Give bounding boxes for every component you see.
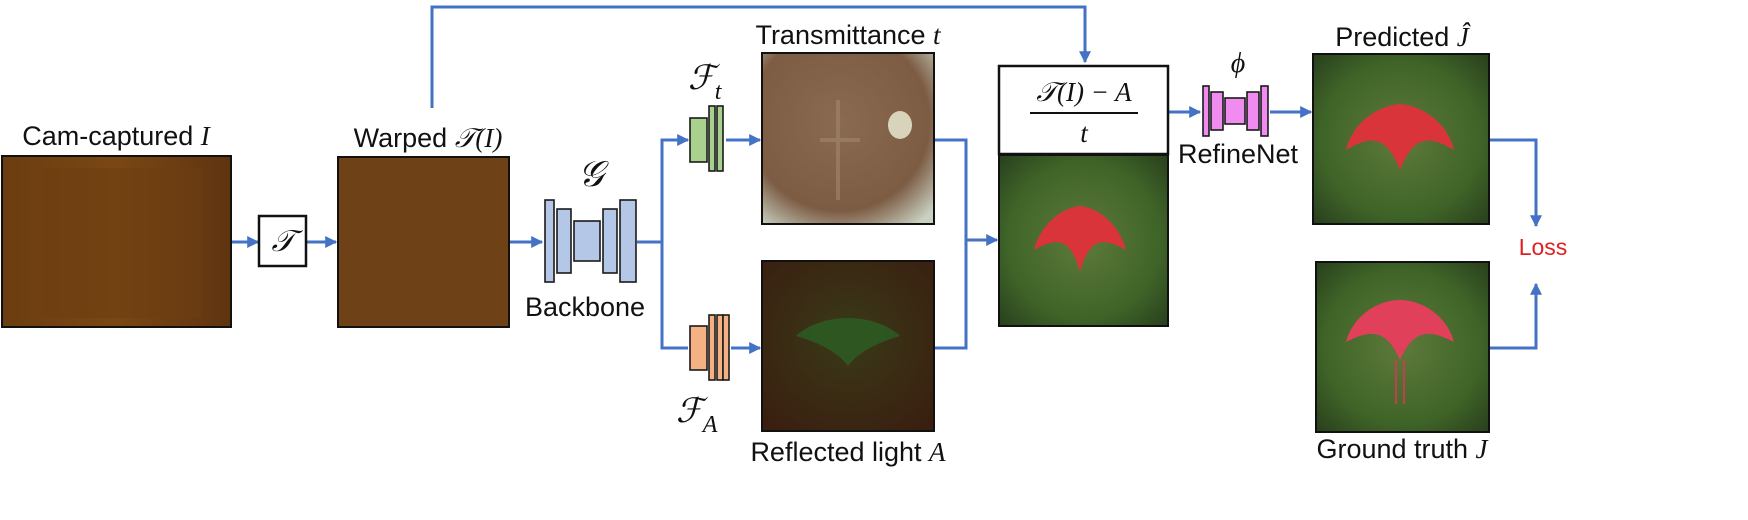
arrow-predicted-to-loss: [1490, 138, 1542, 228]
refinenet-symbol: ϕ: [1231, 48, 1246, 79]
ft-layer: [689, 117, 708, 163]
transmittance-label: Transmittance t: [755, 20, 942, 50]
warp-operator-box: [257, 214, 308, 268]
formula-denominator: t: [1080, 118, 1089, 148]
warped-image: [338, 157, 509, 327]
arrow-skip-to-formula: [430, 5, 1091, 108]
cam-captured-node: Cam-captured I: [1, 121, 232, 328]
transmittance-node: Transmittance t: [755, 20, 942, 225]
predicted-node: Predicted Ĵ: [1312, 22, 1490, 225]
compensation-node: 𝒯(I) − A t: [997, 64, 1170, 327]
warped-node: Warped 𝒯(I): [337, 123, 510, 328]
backbone-layer: [556, 208, 572, 274]
backbone-layer: [573, 220, 601, 262]
formula-box: [997, 64, 1170, 156]
fa-layer: [689, 325, 708, 371]
warp-operator: 𝒯: [257, 214, 308, 268]
refinenet-layer: [1246, 91, 1260, 131]
ft-network: ℱt: [688, 60, 724, 172]
backbone-blocks: [544, 199, 637, 283]
arrow-backbone-to-ft: [637, 134, 690, 244]
fa-layer: [716, 314, 724, 381]
backbone-symbol: 𝒢: [578, 154, 609, 194]
ground-truth-node: Ground truth J: [1315, 261, 1490, 464]
fa-layer: [722, 314, 730, 381]
refinenet-layer: [1202, 85, 1210, 137]
formula-numerator: 𝒯(I) − A: [1036, 77, 1132, 107]
backbone-layer: [619, 199, 637, 283]
refinenet-layer: [1260, 85, 1269, 137]
refinenet-network: ϕ RefineNet: [1178, 48, 1299, 169]
ft-symbol: ℱt: [688, 60, 723, 105]
loss-label: Loss: [1519, 234, 1568, 260]
arrow-groundtruth-to-loss: [1490, 282, 1542, 350]
fa-layer: [708, 314, 716, 381]
ground-truth-label: Ground truth J: [1316, 434, 1489, 464]
backbone-layer: [602, 208, 618, 274]
ft-layer: [716, 105, 724, 172]
backbone-network: 𝒢 Backbone: [525, 154, 645, 322]
reflected-label: Reflected light A: [750, 437, 946, 467]
backbone-layer: [544, 199, 555, 283]
cam-captured-label: Cam-captured I: [22, 121, 212, 151]
fa-symbol: ℱA: [676, 393, 718, 438]
backbone-label: Backbone: [525, 292, 645, 322]
reflected-node: Reflected light A: [750, 260, 946, 467]
refinenet-layer: [1210, 91, 1224, 131]
refinenet-label: RefineNet: [1178, 139, 1299, 169]
predicted-label: Predicted Ĵ: [1335, 22, 1471, 52]
arrow-backbone-to-fa: [660, 242, 688, 350]
ft-layer: [708, 105, 716, 172]
arrow-merge-bracket: [934, 138, 968, 350]
fa-network: ℱA: [676, 314, 730, 438]
warped-label: Warped 𝒯(I): [354, 123, 503, 153]
refinenet-layer: [1224, 97, 1246, 125]
connector-arrows: [232, 5, 1542, 354]
